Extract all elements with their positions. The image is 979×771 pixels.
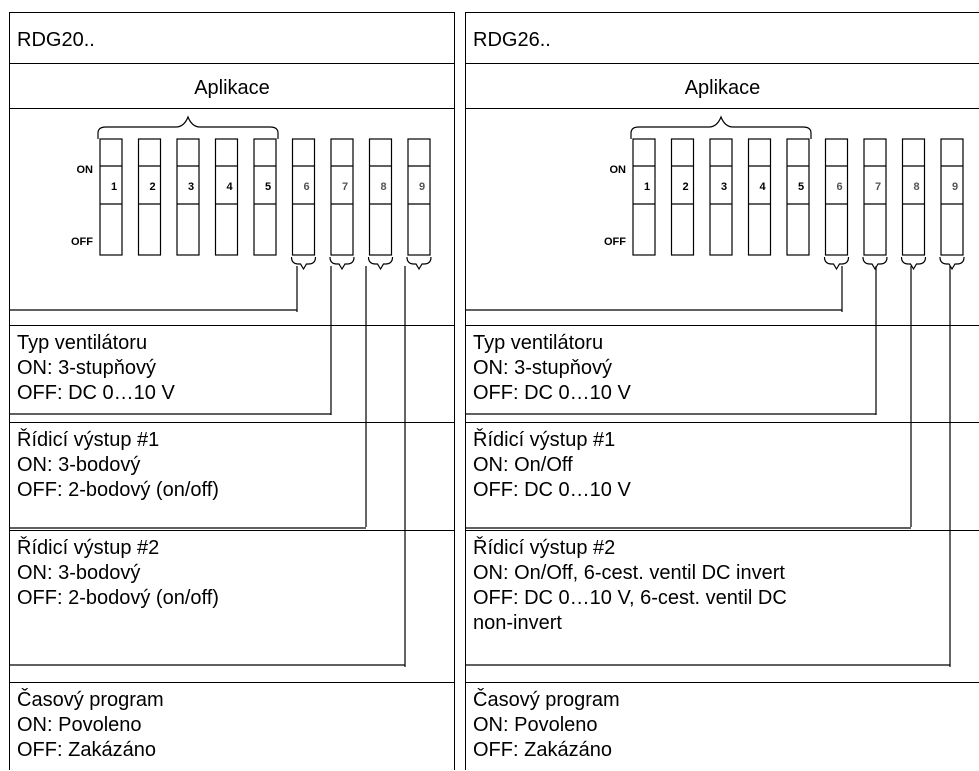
output-2-on: ON: 3-bodový <box>17 562 141 584</box>
fan-type-on: ON: 3-stupňový <box>473 357 612 379</box>
time-program-description: Časový program ON: Povoleno OFF: Zakázán… <box>10 682 454 771</box>
application-header: Aplikace <box>10 63 454 108</box>
output-1-on: ON: On/Off <box>473 454 573 476</box>
control-output-2-description: Řídicí výstup #2 ON: On/Off, 6-cest. ven… <box>466 530 979 682</box>
application-header: Aplikace <box>466 63 979 108</box>
time-program-off: OFF: Zakázáno <box>473 739 612 761</box>
model-title: RDG20.. <box>17 29 95 51</box>
right-panel: RDG26.. Aplikace Typ ventilátoru ON: 3-s… <box>465 12 979 770</box>
left-panel: RDG20.. Aplikace Typ ventilátoru ON: 3-s… <box>9 12 455 770</box>
time-program-description: Časový program ON: Povoleno OFF: Zakázán… <box>466 682 979 771</box>
dip-switch-area <box>466 108 979 325</box>
fan-type-off: OFF: DC 0…10 V <box>17 382 175 404</box>
control-output-1-description: Řídicí výstup #1 ON: 3-bodový OFF: 2-bod… <box>10 422 454 530</box>
fan-type-description: Typ ventilátoru ON: 3-stupňový OFF: DC 0… <box>10 325 454 422</box>
time-program-on: ON: Povoleno <box>17 714 142 736</box>
fan-type-title: Typ ventilátoru <box>473 332 604 354</box>
fan-type-title: Typ ventilátoru <box>17 332 148 354</box>
output-1-off: OFF: 2-bodový (on/off) <box>17 479 219 501</box>
model-title: RDG26.. <box>473 29 551 51</box>
output-2-on: ON: On/Off, 6-cest. ventil DC invert <box>473 562 785 584</box>
control-output-2-description: Řídicí výstup #2 ON: 3-bodový OFF: 2-bod… <box>10 530 454 682</box>
time-program-on: ON: Povoleno <box>473 714 598 736</box>
fan-type-on: ON: 3-stupňový <box>17 357 156 379</box>
time-program-off: OFF: Zakázáno <box>17 739 156 761</box>
output-2-title: Řídicí výstup #2 <box>17 537 160 559</box>
dip-switch-area <box>10 108 454 325</box>
output-2-off: OFF: DC 0…10 V, 6-cest. ventil DC <box>473 587 787 609</box>
output-1-off: OFF: DC 0…10 V <box>473 479 631 501</box>
output-2-off: OFF: 2-bodový (on/off) <box>17 587 219 609</box>
time-program-title: Časový program <box>473 689 620 711</box>
fan-type-description: Typ ventilátoru ON: 3-stupňový OFF: DC 0… <box>466 325 979 422</box>
fan-type-off: OFF: DC 0…10 V <box>473 382 631 404</box>
output-2-title: Řídicí výstup #2 <box>473 537 616 559</box>
output-1-title: Řídicí výstup #1 <box>17 429 160 451</box>
output-1-title: Řídicí výstup #1 <box>473 429 616 451</box>
output-1-on: ON: 3-bodový <box>17 454 141 476</box>
output-2-off-cont: non-invert <box>473 612 562 634</box>
control-output-1-description: Řídicí výstup #1 ON: On/Off OFF: DC 0…10… <box>466 422 979 530</box>
time-program-title: Časový program <box>17 689 164 711</box>
